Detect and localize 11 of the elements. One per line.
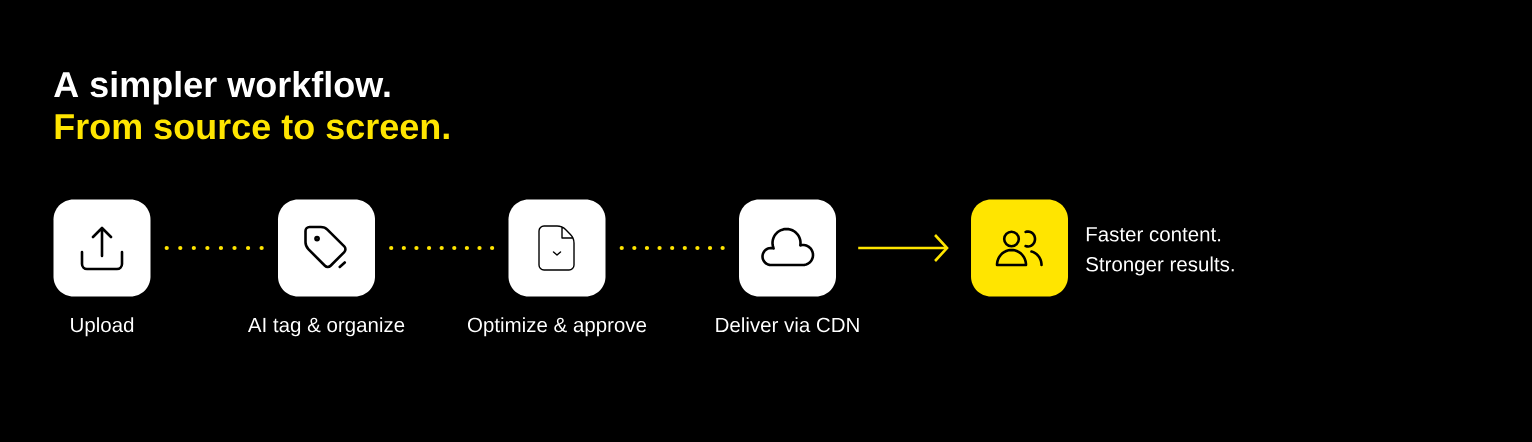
dotted-connector (389, 245, 495, 251)
step-label: AI tag & organize (247, 317, 405, 337)
step-label: Upload (71, 317, 134, 337)
tagline: Faster content. Stronger results. (1086, 227, 1234, 276)
subheading: From source to screen. (55, 114, 449, 140)
dotted-connector (164, 245, 264, 251)
arrow (858, 234, 949, 262)
dotted-connector (619, 245, 725, 251)
step-label: Optimize & approve (467, 317, 647, 337)
heading: A simpler workflow. (54, 70, 390, 105)
step-label: Deliver via CDN (716, 317, 859, 333)
